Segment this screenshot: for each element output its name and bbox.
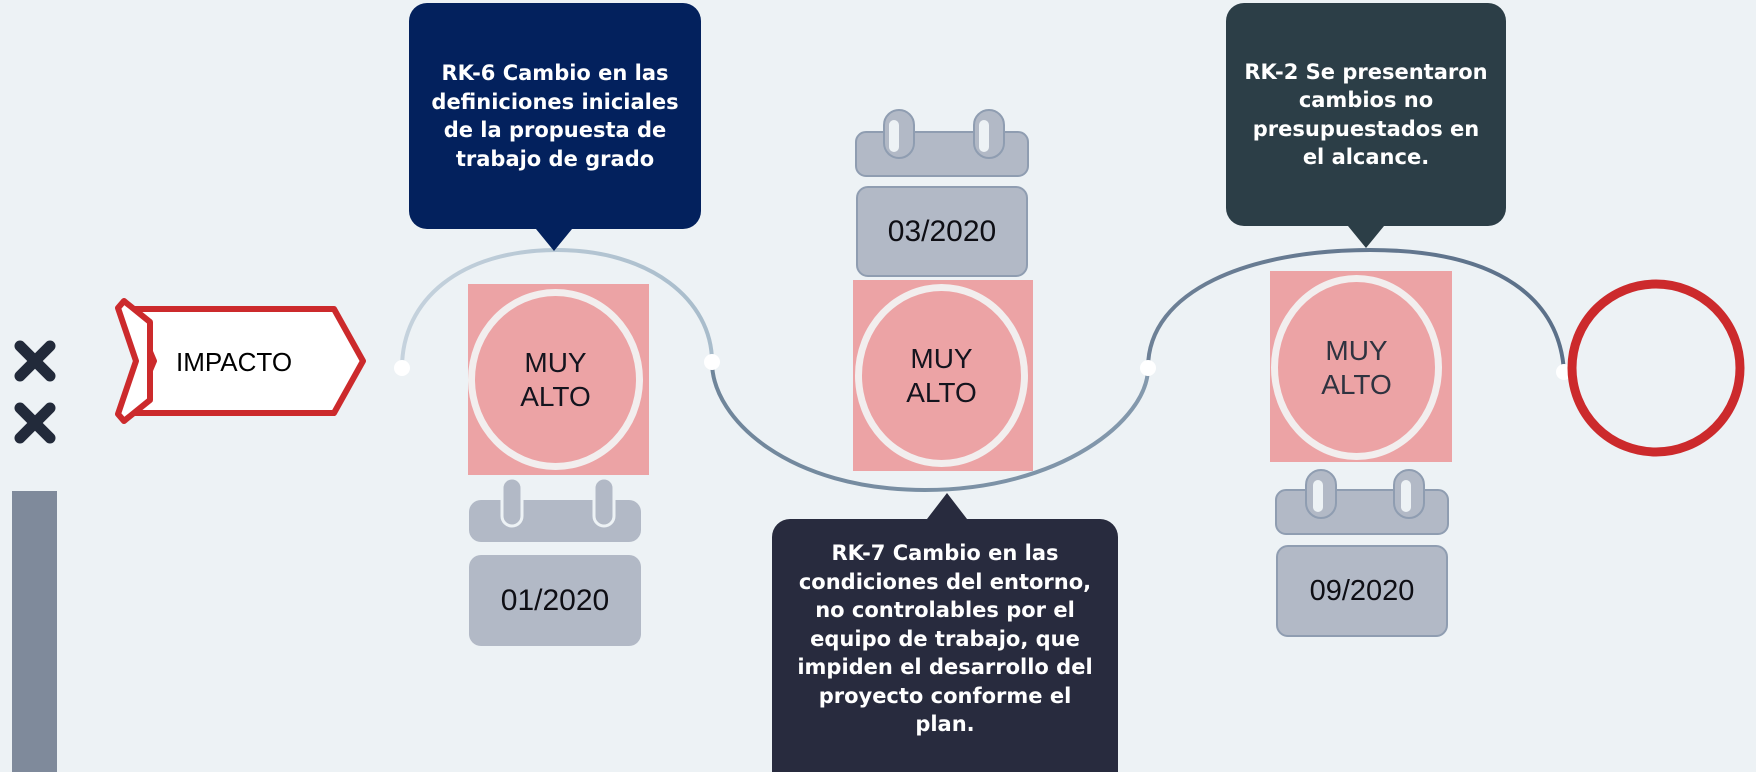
timeline-node [704, 354, 720, 370]
callout-tail [927, 493, 967, 519]
calendar-date-box: 09/2020 [1276, 545, 1448, 637]
risk-callout-text: RK-7 Cambio en las condiciones del entor… [797, 541, 1093, 736]
risk-callout-text: RK-6 Cambio en las definiciones iniciale… [431, 61, 679, 171]
risk-callout-rk7: RK-7 Cambio en las condiciones del entor… [772, 493, 1118, 772]
close-icon [14, 340, 56, 382]
risk-callout-text: RK-2 Se presentaron cambios no presupues… [1244, 59, 1488, 170]
impact-tag-label: IMPACTO [176, 347, 293, 377]
impact-badge: MUY ALTO [1271, 275, 1442, 460]
calendar-date-box: 01/2020 [469, 555, 641, 646]
timeline-arc-2 [710, 361, 1150, 493]
impact-level-text: MUY ALTO [520, 346, 591, 412]
callout-tail [536, 229, 572, 251]
impact-level-text: MUY ALTO [1321, 334, 1392, 400]
end-circle-icon [1567, 279, 1745, 457]
risk-callout-rk6: RK-6 Cambio en las definiciones iniciale… [409, 3, 701, 251]
impact-level-text: MUY ALTO [906, 342, 977, 408]
timeline-node [394, 360, 410, 376]
timeline-node [1140, 360, 1156, 376]
sidebar-bar [12, 491, 57, 772]
risk-callout-rk2: RK-2 Se presentaron cambios no presupues… [1226, 3, 1506, 248]
date-label: 03/2020 [887, 214, 997, 248]
calendar-date-box: 03/2020 [856, 186, 1028, 277]
callout-tail [1348, 226, 1384, 248]
calendar-icon [469, 476, 641, 542]
close-icon [14, 402, 56, 444]
calendar-icon [1275, 469, 1449, 535]
impact-badge: MUY ALTO [468, 289, 643, 470]
date-label: 09/2020 [1309, 574, 1415, 607]
impact-tag-icon [115, 298, 366, 424]
date-label: 01/2020 [500, 583, 610, 617]
impact-badge: MUY ALTO [855, 284, 1028, 467]
calendar-icon [855, 109, 1029, 177]
timeline-arc-3 [1146, 247, 1566, 373]
